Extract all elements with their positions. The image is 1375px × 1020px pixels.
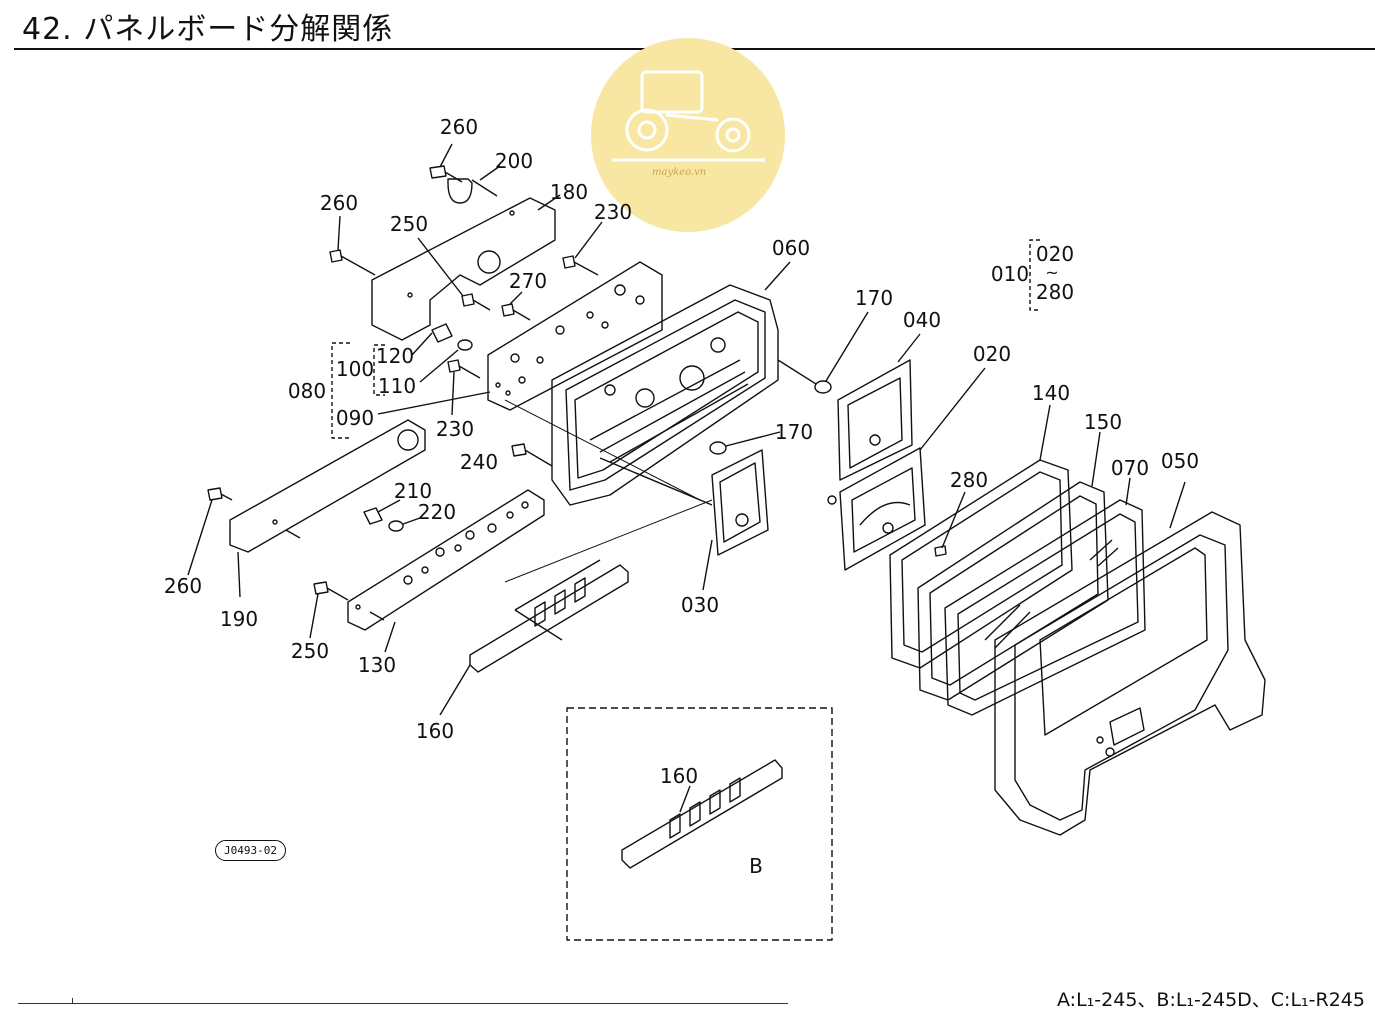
drawing-code: J0493-02: [215, 840, 286, 861]
grommet-170: [709, 311, 869, 455]
callout-160: 160: [415, 719, 455, 743]
bottom-rule-tick: [72, 998, 73, 1004]
strip-160: [439, 559, 629, 716]
circuit-board: [487, 261, 663, 411]
screw-230-lower: [447, 359, 481, 416]
housing-060: [551, 261, 791, 506]
callout-240: 240: [459, 450, 499, 474]
callout-020-range: 020: [1035, 242, 1075, 266]
callout-060: 060: [771, 236, 811, 260]
callout-050: 050: [1160, 449, 1200, 473]
callout-260: 260: [439, 115, 479, 139]
detail-b-box: [566, 707, 833, 941]
callout-260: 260: [163, 574, 203, 598]
page-title: 42. パネルボード分解関係: [22, 12, 394, 47]
bulb-210-220: [363, 499, 421, 532]
callout-150: 150: [1083, 410, 1123, 434]
callout-250: 250: [290, 639, 330, 663]
callout-200: 200: [494, 149, 534, 173]
board-130: [347, 489, 545, 653]
callout-140: 140: [1031, 381, 1071, 405]
callout-040: 040: [902, 308, 942, 332]
screw-260-bottom-left: [187, 487, 233, 576]
callout-120: 120: [375, 344, 415, 368]
callout-190: 190: [219, 607, 259, 631]
cover-050: [994, 481, 1266, 836]
gasket-140: [889, 404, 1073, 669]
callout-010: 010: [990, 262, 1030, 286]
screw-280: [934, 491, 966, 557]
gauge-040: [837, 333, 921, 481]
callout-180: 180: [549, 180, 589, 204]
bracket-010: [1029, 239, 1040, 311]
callout-020: 020: [972, 342, 1012, 366]
plate-180: [371, 194, 561, 341]
screw-260-left: [329, 215, 376, 276]
detail-label-b: B: [749, 854, 763, 878]
tractor-logo-icon: [591, 38, 785, 232]
callout-230: 230: [435, 417, 475, 441]
screw-250-bottom: [309, 581, 349, 639]
bottom-rule: [18, 1003, 788, 1004]
callout-170: 170: [774, 420, 814, 444]
callout-090: 090: [335, 406, 375, 430]
range-tilde: ~: [1045, 263, 1059, 282]
screw-260-top: [429, 143, 463, 183]
watermark-text: maykeo.vn: [652, 167, 707, 178]
callout-280: 280: [949, 468, 989, 492]
callout-270: 270: [508, 269, 548, 293]
callout-160-detail: 160: [659, 764, 699, 788]
callout-100: 100: [335, 357, 375, 381]
callout-110: 110: [377, 374, 417, 398]
screw-240: [511, 443, 553, 467]
gauge-020: [827, 367, 986, 571]
callout-030: 030: [680, 593, 720, 617]
callout-170: 170: [854, 286, 894, 310]
strip-190: [229, 419, 426, 598]
callout-220: 220: [417, 500, 457, 524]
bulb-120-110: [411, 323, 473, 383]
model-footnote: A:L₁-245、B:L₁-245D、C:L₁-R245: [1057, 989, 1365, 1011]
callout-260: 260: [319, 191, 359, 215]
callout-250: 250: [389, 212, 429, 236]
callout-070: 070: [1110, 456, 1150, 480]
bracket-080: [331, 342, 385, 439]
clip-200: [447, 165, 501, 204]
callout-080: 080: [287, 379, 327, 403]
callout-210: 210: [393, 479, 433, 503]
callout-280-range: 280: [1035, 280, 1075, 304]
callout-230: 230: [593, 200, 633, 224]
gauge-030: [599, 449, 769, 591]
callout-130: 130: [357, 653, 397, 677]
screws-250-270-230: [417, 221, 603, 321]
